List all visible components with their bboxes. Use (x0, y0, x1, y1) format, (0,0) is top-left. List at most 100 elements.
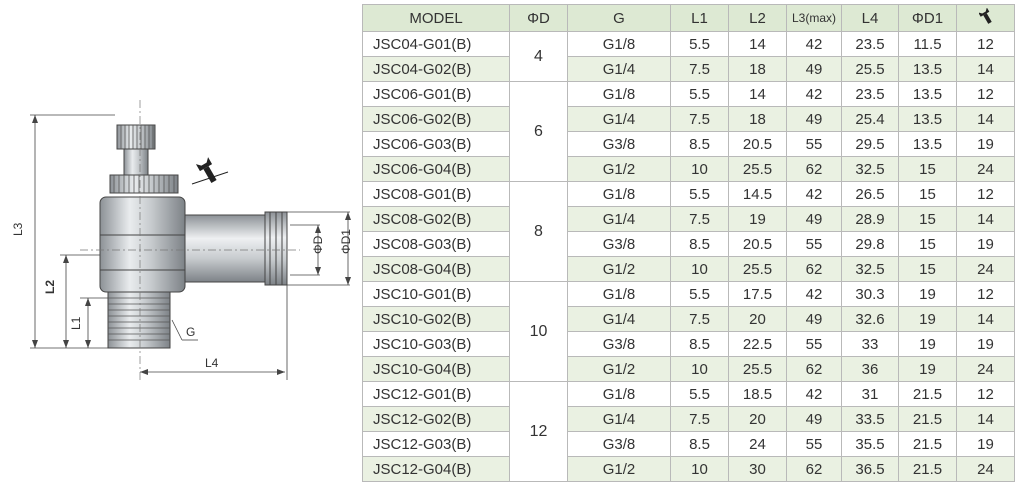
cell-l3: 42 (786, 181, 842, 207)
cell-l1: 10 (670, 156, 729, 182)
cell-l1: 10 (670, 456, 729, 482)
cell-g: G1/4 (567, 206, 671, 232)
label-g: G (186, 325, 195, 339)
cell-l4: 31 (841, 381, 899, 407)
cell-l3: 49 (786, 206, 842, 232)
cell-l1: 7.5 (670, 406, 729, 432)
cell-wrench-size: 12 (956, 31, 1015, 57)
specification-table: MODEL ΦD G L1 L2 L3(max) L4 ΦD1 JSC04-G0… (362, 4, 1015, 482)
cell-l2: 17.5 (728, 281, 787, 307)
cell-wrench-size: 14 (956, 306, 1015, 332)
cell-model: JSC10-G02(B) (362, 306, 510, 332)
cell-l2: 30 (728, 456, 787, 482)
wrench-icon (977, 7, 992, 24)
cell-l3: 62 (786, 356, 842, 382)
cell-l1: 8.5 (670, 231, 729, 257)
cell-od1: 19 (898, 356, 957, 382)
cell-l3: 62 (786, 456, 842, 482)
cell-od1: 15 (898, 181, 957, 207)
cell-l2: 20 (728, 306, 787, 332)
cell-wrench-size: 14 (956, 56, 1015, 82)
cell-od1: 13.5 (898, 56, 957, 82)
cell-g: G1/8 (567, 181, 671, 207)
cell-od1: 21.5 (898, 456, 957, 482)
cell-g: G1/4 (567, 56, 671, 82)
cell-model: JSC06-G03(B) (362, 131, 510, 157)
cell-l1: 7.5 (670, 206, 729, 232)
cell-g: G1/2 (567, 156, 671, 182)
header-l2: L2 (728, 4, 787, 32)
cell-l2: 20.5 (728, 131, 787, 157)
cell-l3: 49 (786, 106, 842, 132)
header-l1: L1 (670, 4, 729, 32)
cell-od1: 21.5 (898, 431, 957, 457)
label-l3: L3 (11, 222, 25, 236)
cell-g: G1/8 (567, 381, 671, 407)
cell-g: G1/2 (567, 256, 671, 282)
cell-wrench-size: 14 (956, 406, 1015, 432)
cell-model: JSC12-G01(B) (362, 381, 510, 407)
cell-l1: 5.5 (670, 81, 729, 107)
cell-l2: 18 (728, 56, 787, 82)
cell-wrench-size: 12 (956, 381, 1015, 407)
label-l1: L1 (69, 316, 83, 330)
cell-model: JSC10-G04(B) (362, 356, 510, 382)
cell-od1: 15 (898, 206, 957, 232)
cell-g: G3/8 (567, 231, 671, 257)
cell-l4: 30.3 (841, 281, 899, 307)
fitting-drawing: L3 L2 L1 L4 G ΦD ΦD1 (11, 100, 353, 380)
cell-od1: 11.5 (898, 31, 957, 57)
cell-l2: 14.5 (728, 181, 787, 207)
cell-l3: 55 (786, 231, 842, 257)
cell-l4: 32.5 (841, 156, 899, 182)
cell-od1: 21.5 (898, 381, 957, 407)
label-od: ΦD (311, 235, 325, 254)
cell-l1: 7.5 (670, 56, 729, 82)
cell-l1: 10 (670, 256, 729, 282)
cell-l4: 36 (841, 356, 899, 382)
cell-l3: 55 (786, 131, 842, 157)
label-l4: L4 (205, 356, 219, 370)
cell-model: JSC08-G04(B) (362, 256, 510, 282)
cell-wrench-size: 24 (956, 256, 1015, 282)
cell-l1: 8.5 (670, 431, 729, 457)
cell-model: JSC12-G02(B) (362, 406, 510, 432)
cell-l4: 26.5 (841, 181, 899, 207)
cell-od1: 13.5 (898, 131, 957, 157)
header-g: G (567, 4, 671, 32)
cell-model: JSC10-G03(B) (362, 331, 510, 357)
table-header-row: MODEL ΦD G L1 L2 L3(max) L4 ΦD1 (362, 4, 1015, 32)
cell-l1: 5.5 (670, 381, 729, 407)
cell-l2: 19 (728, 206, 787, 232)
cell-l2: 24 (728, 431, 787, 457)
cell-model: JSC08-G02(B) (362, 206, 510, 232)
cell-model: JSC08-G01(B) (362, 181, 510, 207)
cell-model: JSC08-G03(B) (362, 231, 510, 257)
adjust-stem (123, 148, 149, 176)
cell-g: G1/2 (567, 356, 671, 382)
cell-l3: 62 (786, 256, 842, 282)
cell-l3: 55 (786, 431, 842, 457)
cell-wrench-size: 12 (956, 81, 1015, 107)
cell-l2: 14 (728, 81, 787, 107)
cell-l3: 49 (786, 56, 842, 82)
cell-l4: 36.5 (841, 456, 899, 482)
cell-l3: 42 (786, 381, 842, 407)
cell-od: 12 (509, 381, 568, 482)
cell-wrench-size: 14 (956, 106, 1015, 132)
label-l2: L2 (43, 280, 57, 294)
cell-model: JSC06-G04(B) (362, 156, 510, 182)
cell-l4: 33.5 (841, 406, 899, 432)
